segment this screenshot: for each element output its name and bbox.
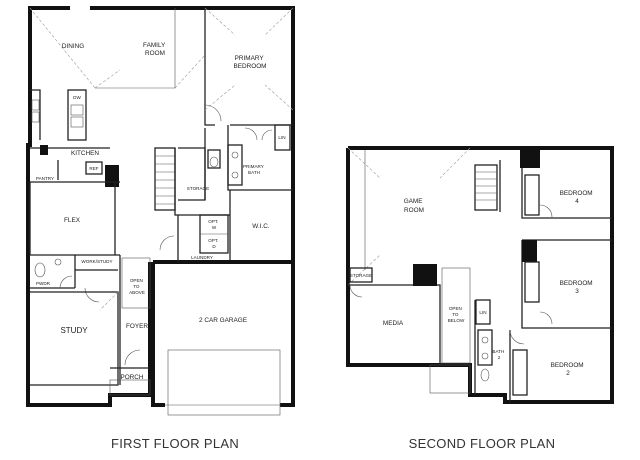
garage-wall [151,262,165,407]
storage-second-label: STORAGE [350,273,372,278]
flex-label: FLEX [64,217,81,224]
vanity-bath-2 [477,329,493,366]
dining-label: DINING [62,43,84,50]
foyer-label: FOYER [126,323,148,330]
bedroom-4-label: BEDROOM 4 [560,190,595,205]
bath-2-label: BATH 2 [492,349,505,360]
walk-in-closet-label: W.I.C. [252,223,270,230]
pantry-label: PANTRY [36,176,54,181]
opt-dryer-label: OPT. D [208,238,220,249]
dishwasher-label: DW [73,95,81,100]
kitchen-island [67,89,87,141]
garage-label: 2 CAR GARAGE [199,317,247,324]
study-label: STUDY [60,326,88,335]
toilet-primary [207,149,221,169]
linen-closet-second [475,299,491,325]
refrigerator-label: REF [89,166,98,171]
second-floor-plan: GAME ROOM BEDROOM 4 BEDROOM 3 BEDROOM 2 … [346,146,614,404]
refrigerator [85,161,103,175]
storage-label: STORAGE [187,186,209,191]
bedroom-3-label: BEDROOM 3 [560,280,595,295]
primary-bedroom-label: PRIMARY BEDROOM [233,55,266,70]
garage-wall-right [280,262,295,407]
bedroom-2-label: BEDROOM 2 [551,362,586,377]
linen-label: LIN [278,135,285,140]
media-label: MEDIA [383,320,404,327]
family-room-label: FAMILY ROOM [143,42,167,57]
toilet-bath-2 [480,368,490,382]
open-to-below-label: OPEN TO BELOW [448,306,465,323]
laundry-label: LAUNDRY [191,255,213,260]
stairs-first [154,147,176,211]
first-floor-plan: DINING FAMILY ROOM PRIMARY BEDROOM DW KI… [26,6,295,416]
kitchen-label: KITCHEN [71,150,99,157]
first-floor-exterior-wall [26,6,152,407]
first-floor-exterior-wall-top [90,6,295,264]
porch-label: PORCH [120,374,143,381]
primary-bath-label: PRIMARY BATH [243,164,265,175]
storage-second [349,267,373,283]
work-study-label: WORK/STUDY [81,259,112,264]
vanity-primary [227,144,243,186]
game-room-label: GAME ROOM [404,198,425,214]
opt-washer-label: OPT. W [208,219,220,230]
powder-room-label: PWDR [36,281,51,286]
garage-door [167,349,281,416]
open-to-above-label: OPEN TO ABOVE [129,278,145,295]
linen-second-label: LIN [479,310,486,315]
second-floor-exterior-wall [346,146,614,404]
stairs-second [474,164,498,211]
linen-closet [274,124,291,151]
first-floor-caption: FIRST FLOOR PLAN [111,436,239,451]
second-floor-caption: SECOND FLOOR PLAN [409,436,556,451]
toilet-powder [34,262,46,278]
